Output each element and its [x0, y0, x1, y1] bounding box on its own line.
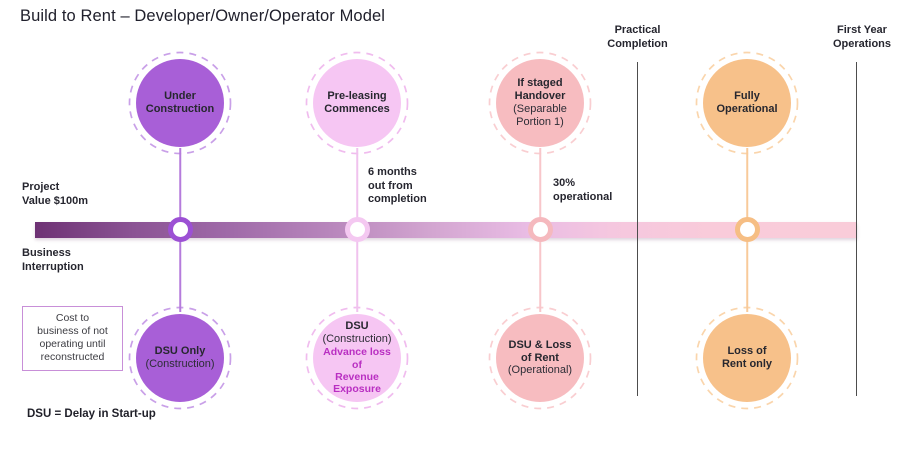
- pre-leasing-circle: Pre-leasing Commences: [305, 51, 409, 155]
- timeline-node: [734, 217, 760, 242]
- circle-label: Under Construction: [145, 90, 215, 115]
- circle-label: DSU Only: [154, 345, 206, 358]
- circle-accent-label: Advance loss of Revenue Exposure: [323, 346, 391, 396]
- circle-sublabel: (Construction): [322, 333, 392, 346]
- business-interruption-label: Business Interruption: [22, 247, 84, 273]
- circle-label: Pre-leasing Commences: [324, 90, 390, 115]
- under-construction-circle: Under Construction: [128, 51, 232, 155]
- dsu-only-circle: DSU Only (Construction): [128, 306, 232, 410]
- dsu-loss-of-rent-circle: DSU & Loss of Rent (Operational): [488, 306, 592, 410]
- timeline-node: [344, 217, 370, 242]
- cost-info-box: Cost to business of not operating until …: [22, 306, 123, 371]
- six-months-label: 6 months out from completion: [368, 166, 427, 206]
- circle-label: Loss of Rent only: [721, 345, 773, 370]
- cost-info-text: Cost to business of not operating until …: [37, 312, 108, 364]
- dsu-footnote: DSU = Delay in Start-up: [27, 408, 156, 420]
- staged-handover-circle: If staged Handover (Separable Portion 1): [488, 51, 592, 155]
- thirty-percent-operational-label: 30% operational: [553, 177, 613, 203]
- first-year-operations-line: [856, 62, 858, 396]
- timeline-node: [527, 217, 553, 242]
- timeline-bar: [35, 222, 857, 238]
- circle-sublabel: (Separable Portion 1): [513, 103, 567, 128]
- circle-sublabel: (Operational): [507, 364, 573, 377]
- circle-label: DSU: [345, 320, 369, 333]
- stage-under-construction: Under Construction DSU Only (Constructio…: [120, 0, 240, 450]
- dsu-construction-circle: DSU (Construction) Advance loss of Reven…: [305, 306, 409, 410]
- circle-sublabel: (Construction): [145, 358, 215, 370]
- circle-label: If staged Handover: [514, 77, 566, 103]
- first-year-operations-label: First Year Operations: [832, 24, 892, 50]
- stage-pre-leasing: Pre-leasing Commences DSU (Construction)…: [297, 0, 417, 450]
- stage-staged-handover: If staged Handover (Separable Portion 1)…: [480, 0, 600, 450]
- fully-operational-circle: Fully Operational: [695, 51, 799, 155]
- circle-label: DSU & Loss of Rent: [508, 338, 572, 364]
- project-value-label: Project Value $100m: [22, 181, 89, 207]
- stage-fully-operational: Fully Operational Loss of Rent only: [687, 0, 807, 450]
- timeline-node: [167, 217, 193, 242]
- practical-completion-line: [637, 62, 639, 396]
- circle-label: Fully Operational: [716, 90, 778, 115]
- loss-of-rent-only-circle: Loss of Rent only: [695, 306, 799, 410]
- page-title: Build to Rent – Developer/Owner/Operator…: [20, 7, 386, 25]
- practical-completion-label: Practical Completion: [607, 24, 668, 50]
